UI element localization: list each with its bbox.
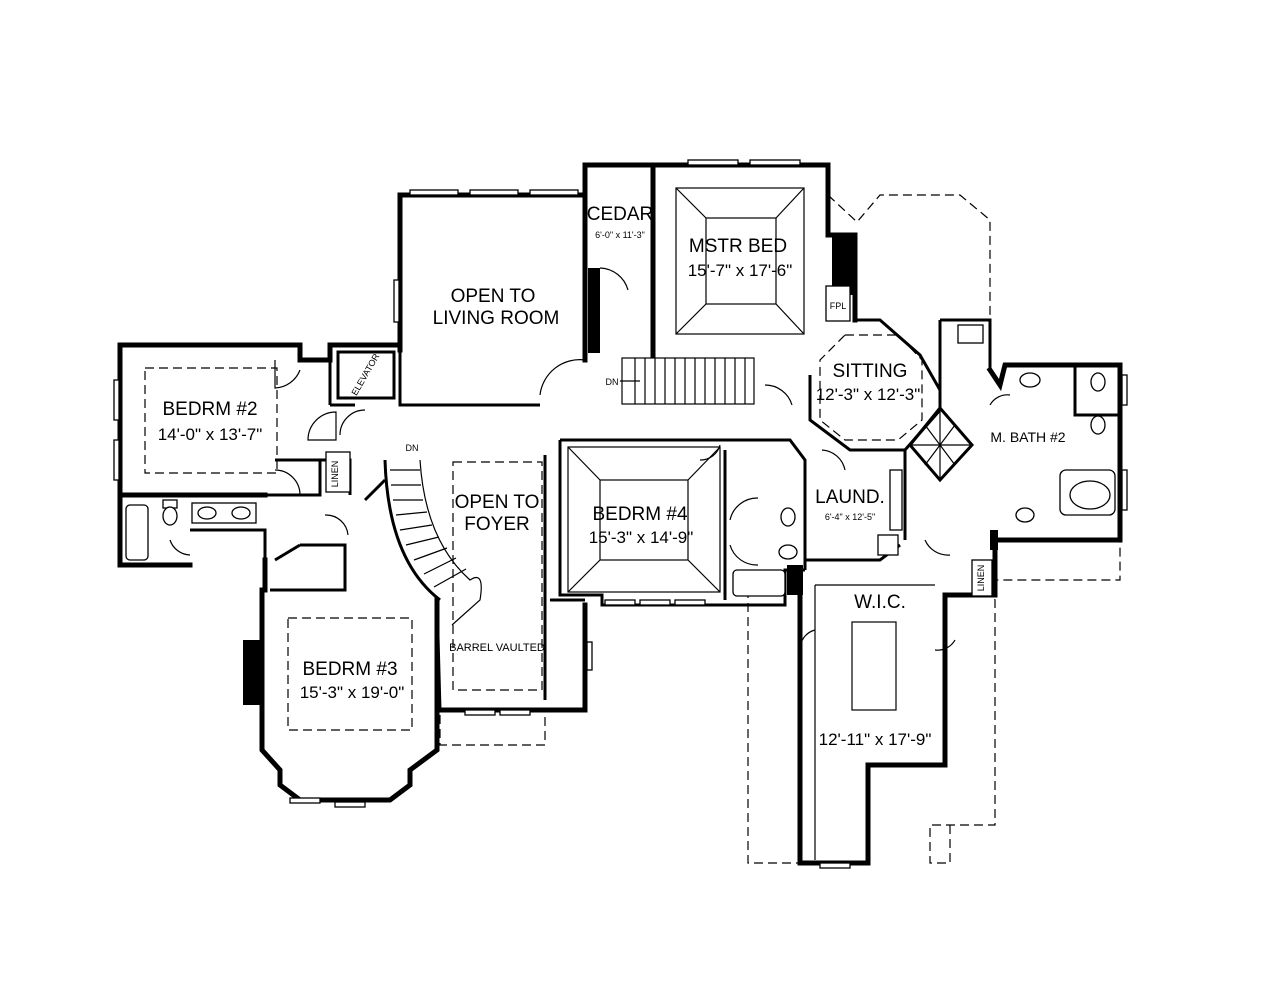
bedrm4-name: BEDRM #4 [592,504,687,525]
bedrm2-name: BEDRM #2 [162,399,257,420]
cedar-name: CEDAR [587,204,654,225]
elevator-label: ELEVATOR [349,351,381,397]
open-foyer-line2: FOYER [464,514,529,535]
fpl-label: FPL [830,301,847,311]
dn-stair-label: DN [406,443,419,453]
wic-dim: 12'-11" x 17'-9" [819,730,932,749]
linen-right-label: LINEN [976,565,986,592]
dashed-outlines [439,194,1121,864]
windows [113,159,1128,869]
mbath2-name: M. BATH #2 [990,429,1065,445]
bedrm4-dim: 15'-3" x 14'-9" [589,528,694,547]
wic-name: W.I.C. [854,592,906,613]
dn-main-label: DN [606,377,619,387]
solid-wall-fills [243,235,998,705]
linen-left-label: LINEN [330,461,340,488]
stairs [383,357,970,626]
bedrm3-name: BEDRM #3 [302,659,397,680]
barrel-vaulted-note: BARREL VAULTED [449,642,545,654]
open-living-line2: LIVING ROOM [433,308,560,329]
ceiling-insets [144,187,935,860]
door-swings [169,267,1011,651]
sitting-name: SITTING [833,361,908,382]
mstr-bed-name: MSTR BED [689,236,787,257]
bedrm3-dim: 15'-3" x 19'-0" [300,683,405,702]
open-living-line1: OPEN TO [451,286,536,307]
room-labels: CEDAR 6'-0" x 11'-3" MSTR BED 15'-7" x 1… [158,204,1066,749]
open-foyer-line1: OPEN TO [455,492,540,513]
laund-dim: 6'-4" x 12'-5" [825,512,875,522]
mstr-bed-dim: 15'-7" x 17'-6" [688,261,793,280]
bath-fixtures [125,285,1116,597]
bedrm2-dim: 14'-0" x 13'-7" [158,425,263,444]
laund-name: LAUND. [815,487,885,508]
cedar-dim: 6'-0" x 11'-3" [595,230,645,240]
sitting-dim: 12'-3" x 12'-3" [816,385,921,404]
